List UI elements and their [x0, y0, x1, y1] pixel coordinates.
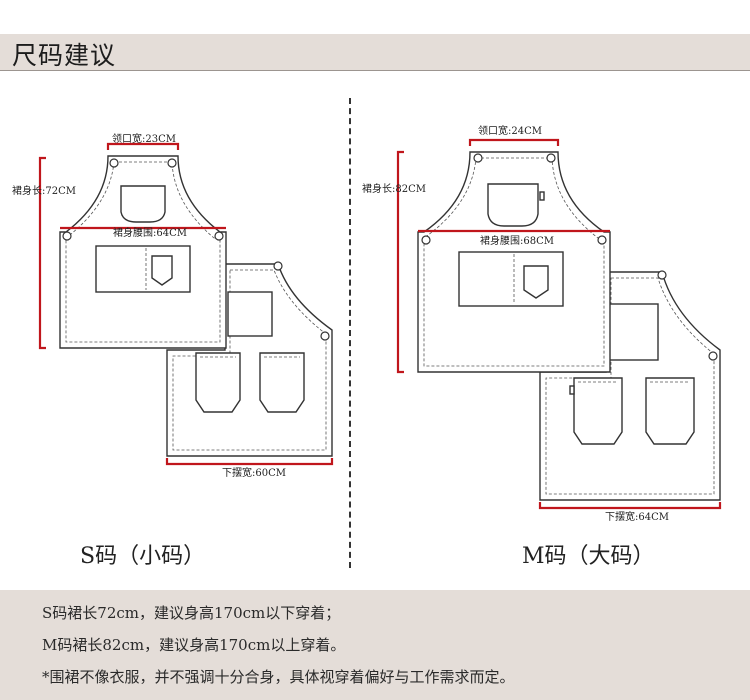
large-front-apron [417, 151, 611, 373]
small-size-label: S码（小码） [80, 544, 206, 569]
small-front-apron [59, 155, 227, 349]
center-divider [349, 98, 351, 568]
large-length-label: 裙身长:82CM [362, 182, 426, 195]
apron-diagram: .o { fill: #fff; stroke: #333; stroke-wi… [12, 124, 722, 523]
large-back-apron [539, 270, 721, 501]
small-apron-group: 领口宽:23CM 裙身长:72CM 裙身腰围:64CM 下摆宽:60CM [12, 132, 334, 479]
small-hem-line [165, 458, 334, 466]
large-neck-line [468, 138, 560, 146]
small-length-line [38, 156, 46, 350]
notes-panel: S码裙长72cm，建议身高170cm以下穿着； M码裙长82cm，建议身高170… [0, 590, 750, 700]
large-neck-label: 领口宽:24CM [478, 124, 542, 137]
note-small-size: S码裙长72cm，建议身高170cm以下穿着； [42, 604, 341, 622]
small-back-apron [166, 261, 333, 457]
note-fit-disclaimer: *围裙不像衣服，并不强调十分合身，具体视穿着偏好与工作需求而定。 [42, 668, 515, 686]
large-length-line [396, 150, 404, 374]
header-bar: 尺码建议 [0, 34, 750, 70]
small-length-label: 裙身长:72CM [12, 184, 76, 197]
small-neck-line [106, 142, 180, 150]
small-hem-label: 下摆宽:60CM [222, 466, 286, 479]
large-hem-line [538, 502, 722, 510]
large-waist-label: 裙身腰围:68CM [480, 234, 554, 247]
large-apron-group: 领口宽:24CM 裙身长:82CM 裙身腰围:68CM 下摆宽:64CM [362, 124, 722, 523]
header-divider [0, 70, 750, 71]
large-hem-label: 下摆宽:64CM [605, 510, 669, 523]
small-dimensions [38, 142, 334, 466]
large-dimensions [396, 138, 722, 510]
small-neck-label: 领口宽:23CM [112, 132, 176, 145]
small-waist-label: 裙身腰围:64CM [113, 226, 187, 239]
page-title: 尺码建议 [12, 41, 117, 70]
large-size-label: M码（大码） [522, 544, 655, 569]
note-large-size: M码裙长82cm，建议身高170cm以上穿着。 [42, 636, 346, 654]
